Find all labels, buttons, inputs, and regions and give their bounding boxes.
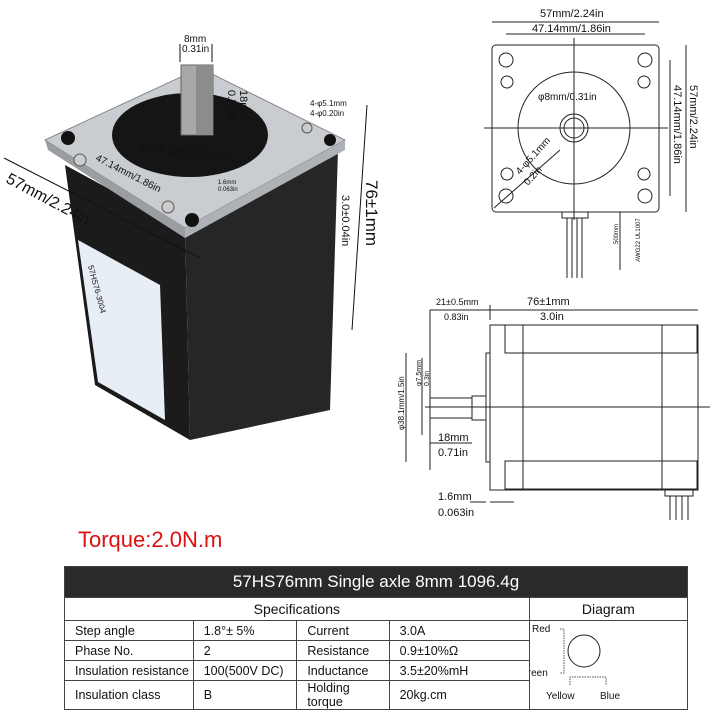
spec-header: Specifications: [64, 597, 530, 621]
spec-label: Insulation class: [64, 680, 194, 710]
motor-photo: 8mm 0.31in 18mm 0.71in 4-φ5.1mm 4-φ0.20i…: [3, 34, 381, 440]
spec-label: Current: [296, 620, 390, 641]
front-view-labels: 57mm/2.24in 47.14mm/1.86in 57mm/2.24in 4…: [514, 8, 699, 262]
side-boss-h-in: 0.063in: [438, 507, 474, 519]
wire-yellow: Yellow: [546, 691, 575, 702]
table-row: Step angle 1.8°± 5% Current 3.0A Red Gre…: [64, 620, 689, 710]
side-body-len: 76±1mm: [527, 296, 570, 308]
photo-shaft-width: 8mm: [184, 34, 206, 45]
front-cable-length: 500mm: [614, 224, 620, 244]
table-row: Insulation class B Holding torque 20kg.c…: [64, 680, 688, 710]
spec-label: Insulation resistance: [64, 660, 194, 681]
photo-shaft-length-in: 0.71in: [225, 90, 237, 120]
spec-label: Resistance: [296, 640, 390, 661]
wire-green: Green: [530, 668, 548, 679]
photo-shaft-length: 18mm: [237, 90, 249, 121]
front-cable-spec: AWG22 UL1007: [636, 218, 642, 262]
spec-value: 20kg.cm: [388, 680, 530, 710]
spec-label: Step angle: [64, 620, 194, 641]
side-flat-len-in: 0.71in: [438, 447, 468, 459]
front-height: 57mm/2.24in: [687, 85, 699, 149]
spec-value: 3.5±20%mH: [388, 660, 530, 681]
photo-length-in: 3.0±0.04in: [339, 195, 351, 246]
side-shaft-len-in: 0.83in: [444, 312, 469, 322]
front-view-drawing: [484, 21, 687, 278]
side-view-drawing: [405, 305, 710, 520]
side-view-labels: 21±0.5mm 0.83in 76±1mm 3.0in φ38.1mm/1.5…: [397, 296, 570, 519]
spec-value: 1.8°± 5%: [192, 620, 298, 641]
side-flat-len: 18mm: [438, 432, 469, 444]
photo-holes: 4-φ5.1mm: [310, 99, 347, 108]
spec-value: 2: [192, 640, 298, 661]
wire-red: Red: [532, 624, 550, 635]
front-width: 57mm/2.24in: [540, 8, 604, 20]
photo-holes-in: 4-φ0.20in: [310, 109, 344, 118]
front-shaft: φ8mm/0.31in: [538, 92, 597, 103]
table-title: 57HS76mm Single axle 8mm 1096.4g: [64, 566, 688, 598]
table-row: Insulation resistance 100(500V DC) Induc…: [64, 660, 688, 681]
motor-drawings: 8mm 0.31in 18mm 0.71in 4-φ5.1mm 4-φ0.20i…: [3, 8, 710, 520]
side-boss-dia: φ38.1mm/1.5in: [397, 376, 406, 430]
spec-value: 100(500V DC): [192, 660, 298, 681]
front-vertical-spacing: 47.14mm/1.86in: [671, 85, 683, 164]
photo-boss-height: 1.6mm: [218, 180, 236, 186]
wire-blue: Blue: [600, 691, 620, 702]
spec-value: 0.9±10%Ω: [388, 640, 530, 661]
wiring-diagram: Red Green Yellow Blue: [528, 620, 689, 710]
side-flat-in: 0.3in: [424, 371, 431, 386]
spec-label: Inductance: [296, 660, 390, 681]
diagram-header: Diagram: [528, 597, 689, 621]
side-shaft-len: 21±0.5mm: [436, 297, 478, 307]
photo-length: 76±1mm: [362, 180, 381, 246]
spec-table: 57HS76mm Single axle 8mm 1096.4g Specifi…: [64, 566, 689, 710]
side-body-len-in: 3.0in: [540, 311, 564, 323]
side-flat: φ7.5mm: [416, 360, 423, 386]
front-hole-spacing: 47.14mm/1.86in: [532, 23, 611, 35]
spec-label: Phase No.: [64, 640, 194, 661]
photo-shaft-width-in: 0.31in: [182, 44, 209, 55]
spec-value: 3.0A: [388, 620, 530, 641]
side-boss-h: 1.6mm: [438, 491, 472, 503]
torque-label: Torque:2.0N.m: [78, 527, 223, 552]
spec-label: Holding torque: [296, 680, 390, 710]
spec-value: B: [192, 680, 298, 710]
wiring-diagram-svg: Red Green Yellow Blue: [530, 624, 620, 702]
photo-boss-height-in: 0.063in: [218, 187, 238, 193]
